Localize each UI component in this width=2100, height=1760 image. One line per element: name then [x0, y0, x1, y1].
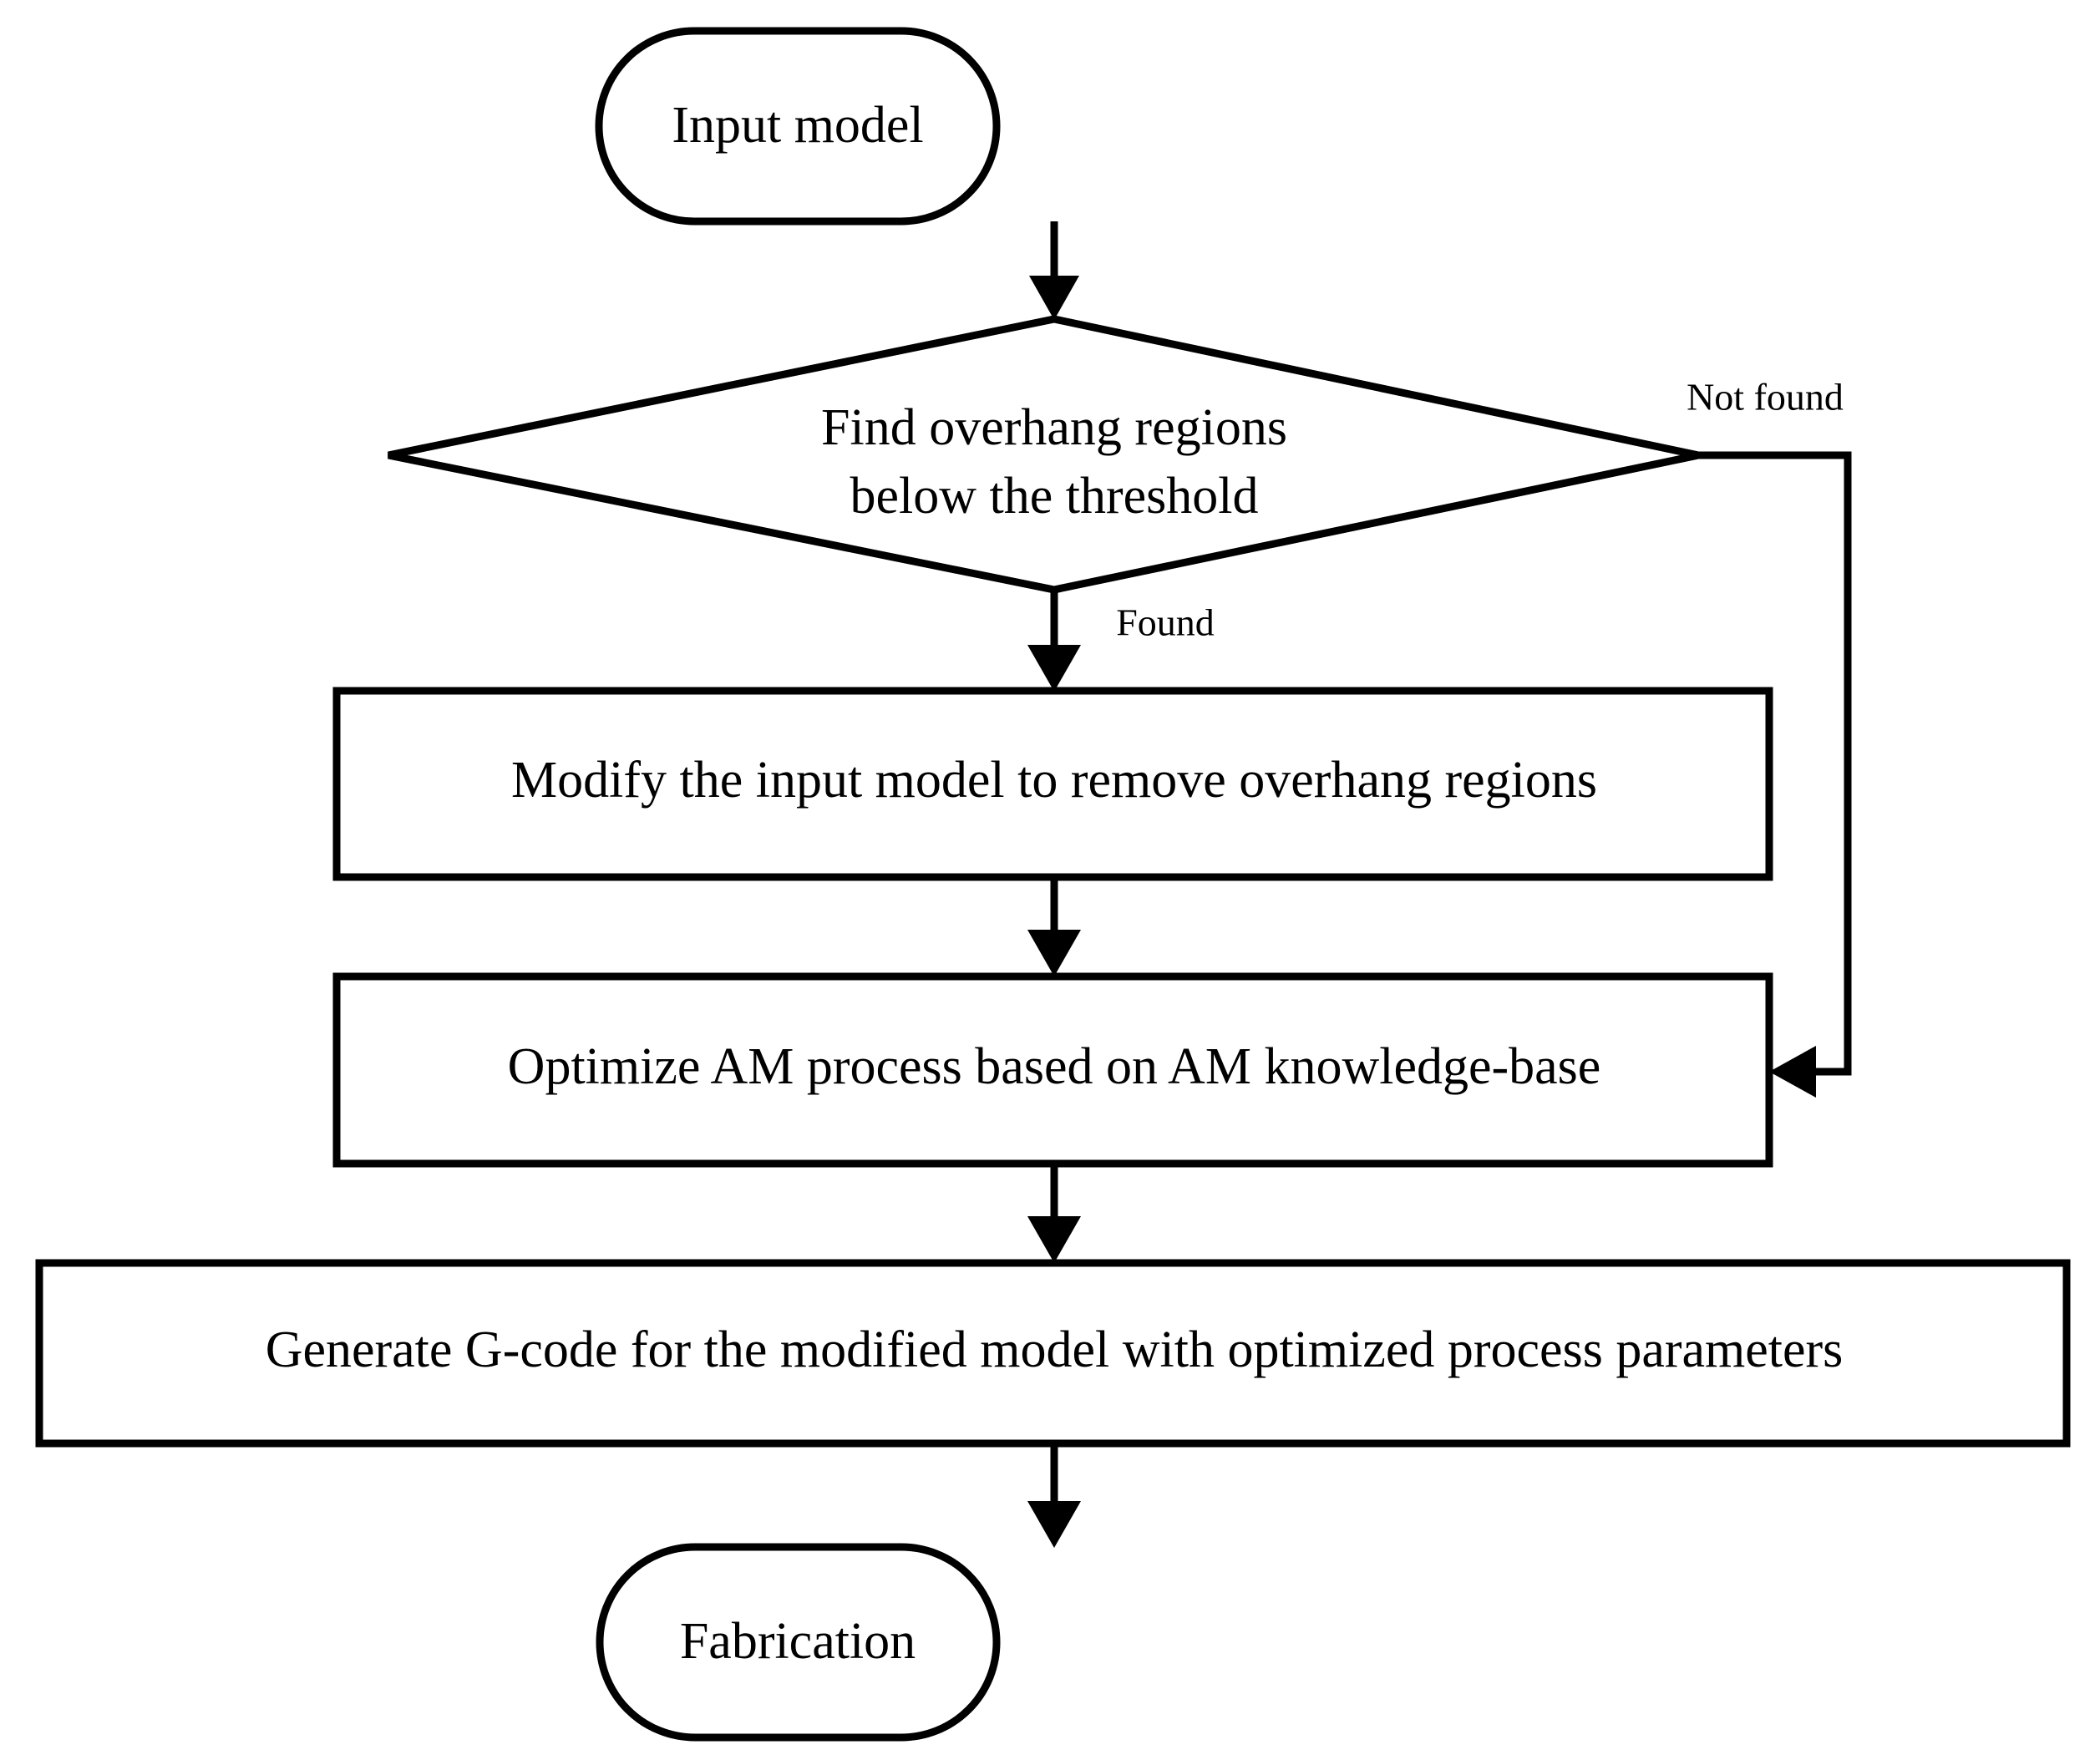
edge-optimize-to-gcode-arrowhead: [1027, 1216, 1081, 1263]
node-generate-gcode-label: Generate G-code for the modified model w…: [266, 1321, 1844, 1378]
node-optimize-am-label: Optimize AM process based on AM knowledg…: [508, 1038, 1601, 1095]
node-modify-model[interactable]: Modify the input model to remove overhan…: [332, 687, 1773, 881]
node-input-model-shape[interactable]: [595, 27, 1001, 226]
edge-decision-not-found-line: [1698, 451, 1852, 1076]
edge-decision-found: [1027, 590, 1081, 692]
node-input-model[interactable]: Input model: [595, 27, 1001, 226]
node-modify-model-shape[interactable]: [332, 687, 1773, 881]
edge-decision-not-found-arrowhead: [1769, 1046, 1816, 1098]
node-find-overhang[interactable]: Find overhang regions below the threshol…: [388, 315, 1699, 594]
edge-input-to-decision-arrowhead: [1029, 276, 1079, 320]
node-generate-gcode-shape[interactable]: [35, 1259, 2071, 1448]
edge-modify-to-optimize: [1027, 877, 1081, 976]
node-find-overhang-label-line1: Find overhang regions: [821, 399, 1287, 456]
node-input-model-label: Input model: [672, 97, 923, 154]
node-find-overhang-label-line2: below the threshold: [850, 468, 1258, 525]
edge-decision-not-found: [1698, 451, 1852, 1098]
edge-gcode-to-fabrication-arrowhead: [1027, 1501, 1081, 1548]
node-optimize-am[interactable]: Optimize AM process based on AM knowledg…: [332, 972, 1773, 1168]
node-modify-model-label: Modify the input model to remove overhan…: [511, 752, 1597, 809]
edge-input-to-decision: [1029, 221, 1079, 320]
edge-optimize-to-gcode: [1027, 1164, 1081, 1263]
node-find-overhang-shape[interactable]: [388, 315, 1699, 594]
edge-label-found: Found: [1116, 601, 1215, 644]
node-optimize-am-shape[interactable]: [332, 972, 1773, 1168]
edge-gcode-to-fabrication: [1027, 1443, 1081, 1548]
node-fabrication-shape[interactable]: [596, 1543, 1001, 1742]
edge-decision-found-arrowhead: [1027, 645, 1081, 692]
node-fabrication-label: Fabrication: [680, 1613, 916, 1670]
node-generate-gcode[interactable]: Generate G-code for the modified model w…: [35, 1259, 2071, 1448]
node-fabrication[interactable]: Fabrication: [596, 1543, 1001, 1742]
edge-modify-to-optimize-arrowhead: [1027, 930, 1081, 976]
edge-label-not-found: Not found: [1687, 376, 1844, 418]
